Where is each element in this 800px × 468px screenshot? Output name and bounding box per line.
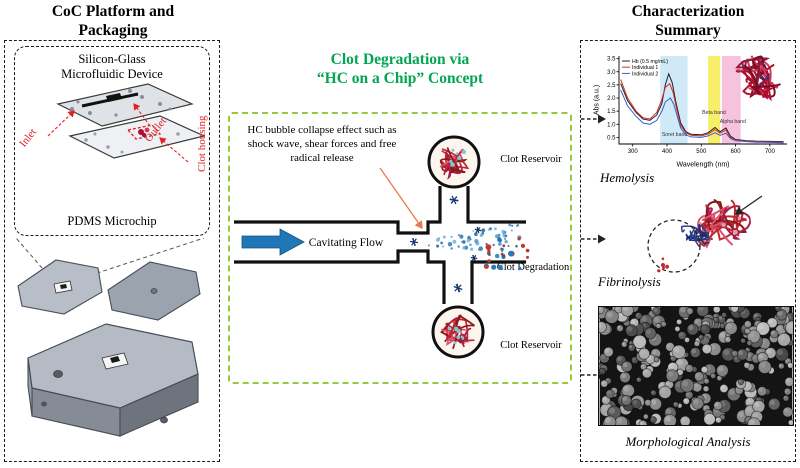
- svg-text:Individual 2: Individual 2: [632, 71, 658, 77]
- svg-text:1.0: 1.0: [607, 122, 616, 128]
- hemolysis-clot-drawing: [735, 55, 781, 102]
- svg-text:2.5: 2.5: [607, 83, 616, 89]
- fibrinolysis-label: Fibrinolysis: [598, 274, 661, 289]
- left-title-line1: CoC Platform and: [51, 3, 175, 20]
- clot-reservoir-top-label: Clot Reservoir: [500, 154, 562, 165]
- svg-text:Wavelength (nm): Wavelength (nm): [676, 162, 729, 169]
- channel-block: [106, 93, 122, 102]
- microfluidic-device-drawing: [47, 83, 205, 163]
- left-title-line2: Packaging: [78, 22, 148, 40]
- morphology-label: Morphological Analysis: [625, 434, 751, 449]
- plate-holes: [70, 89, 172, 117]
- sem-micrograph: [598, 306, 794, 426]
- hex-block-base: [27, 323, 199, 437]
- arrow-to-fibrinolysis: [581, 234, 606, 244]
- svg-text:400: 400: [662, 149, 673, 155]
- clot-housing-outline: [126, 124, 162, 140]
- hc-chip-schematic: Cavitating Flow Clot Reservoir Clot Rese…: [234, 135, 570, 359]
- svg-text:Abs (a.u.): Abs (a.u.): [594, 85, 601, 115]
- device-label-line1: Silicon-Glass: [78, 52, 146, 66]
- pdms-holes: [84, 132, 180, 154]
- svg-text:700: 700: [765, 149, 776, 155]
- svg-text:Hb (0.5 mg/mL): Hb (0.5 mg/mL): [632, 59, 668, 65]
- svg-text:Alpha band: Alpha band: [720, 119, 746, 125]
- pdms-plate: [68, 115, 205, 159]
- channel-walls: [234, 186, 526, 304]
- inlet-flow-arrow: [241, 228, 305, 256]
- packaging-drawing: [15, 238, 205, 437]
- device-label-line2: Microfluidic Device: [61, 67, 163, 81]
- svg-text:Individual 1: Individual 1: [632, 65, 658, 71]
- svg-text:300: 300: [628, 149, 639, 155]
- svg-text:Soret band: Soret band: [662, 132, 687, 138]
- right-panel-border: [580, 40, 796, 462]
- arrow-to-hemolysis: [581, 114, 606, 124]
- glass-plate: [56, 83, 194, 127]
- svg-text:3.5: 3.5: [607, 57, 616, 63]
- svg-text:500: 500: [696, 149, 707, 155]
- clot-degradation-label: Clot Degradation: [497, 262, 570, 273]
- pdms-microchip-label: PDMS Microchip: [67, 214, 157, 228]
- red-pointer-arrows: [47, 103, 189, 163]
- clot-housing-label: Clot housing: [196, 115, 208, 172]
- left-panel-title: CoC Platform and Packaging: [4, 2, 222, 41]
- middle-panel-title: Clot Degradation via “HC on a Chip” Conc…: [228, 50, 572, 89]
- middle-title-line2: “HC on a Chip” Concept: [316, 70, 484, 88]
- svg-text:600: 600: [731, 149, 742, 155]
- bubble-collapse-note: HC bubble collapse effect such as shock …: [247, 124, 397, 164]
- left-panel-border: [4, 40, 220, 462]
- middle-panel-border: [228, 112, 572, 384]
- cavitating-flow-label: Cavitating Flow: [309, 237, 384, 249]
- middle-title-line1: Clot Degradation via: [330, 51, 470, 68]
- hex-plate-small: [17, 259, 103, 315]
- svg-text:3.0: 3.0: [607, 70, 616, 76]
- right-title-line1: Characterization: [631, 3, 745, 20]
- svg-text:Beta band: Beta band: [702, 110, 726, 116]
- absorbance-spectra-chart: 300 400 500 600 700 0.5 1.0 1.5 2.0 2.5 3.0 3.5Wave…: [594, 56, 787, 169]
- right-title-line2: Summary: [655, 22, 721, 40]
- right-panel-title: Characterization Summary: [580, 2, 796, 41]
- svg-text:0.5: 0.5: [607, 135, 616, 141]
- fibrinolysis-clot-drawing: [647, 195, 763, 273]
- device-label: Silicon-Glass Microfluidic Device: [14, 52, 210, 82]
- hemolysis-label: Hemolysis: [600, 170, 655, 185]
- svg-text:2.0: 2.0: [607, 96, 616, 102]
- svg-text:1.5: 1.5: [607, 109, 616, 115]
- device-zoom-box: [14, 46, 210, 236]
- housed-clot: [138, 127, 150, 138]
- hex-plate-lid: [107, 261, 201, 321]
- note-pointer-arrow: [379, 167, 423, 230]
- clot-reservoir-bottom-label: Clot Reservoir: [500, 340, 562, 351]
